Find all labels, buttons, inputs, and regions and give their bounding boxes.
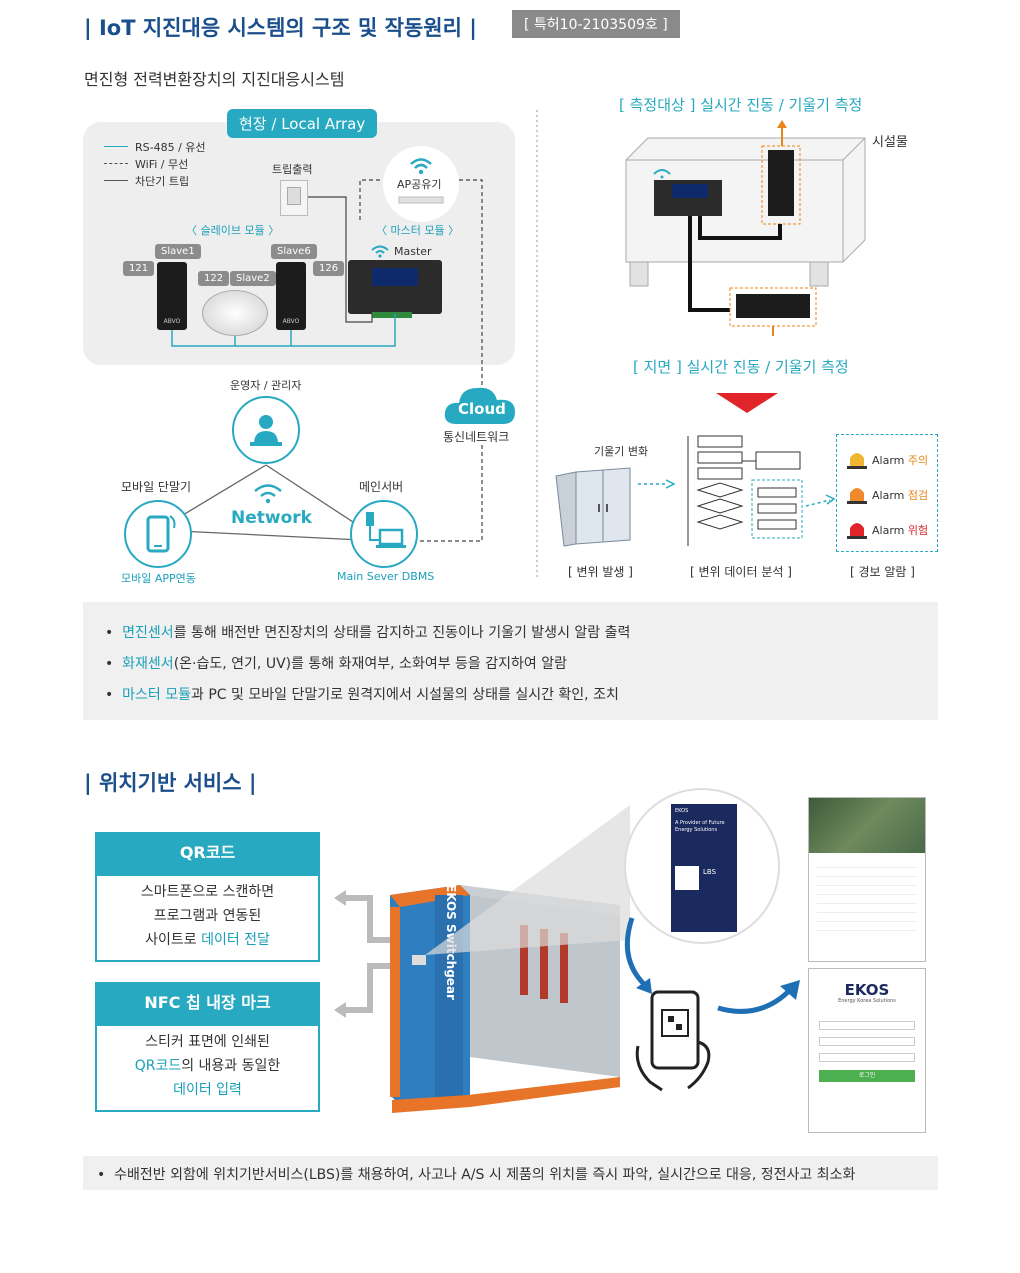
- alarm-lamp-yellow-icon: [847, 453, 867, 469]
- slave-module-label: 〈 슬레이브 모듈 〉: [186, 224, 280, 237]
- trip-output-label: 트립출력: [272, 163, 313, 176]
- server-circle: [350, 500, 418, 568]
- wifi-icon: [371, 245, 389, 258]
- tilted-cabinet-icon: [555, 467, 631, 547]
- login-brand-sub: Energy Korea Solutions: [838, 998, 896, 1004]
- magnify-circle: EKOS A Provider of Future Energy Solutio…: [624, 788, 780, 944]
- qr-card-body: 스마트폰으로 스캔하면 프로그램과 연동된 사이트로 데이터 전달: [95, 874, 320, 962]
- operator-label: 운영자 / 관리자: [230, 379, 302, 392]
- legend-item-trip: 차단기 트립: [104, 172, 206, 189]
- alarm-lamps: [847, 453, 867, 539]
- alarm-danger: Alarm 위험: [872, 524, 929, 537]
- master-module-label: 〈 마스터 모듈 〉: [376, 224, 460, 237]
- alarm-check: Alarm 점검: [872, 489, 929, 502]
- mobile-caption: 모바일 APP연동: [121, 572, 196, 585]
- login-brand: EKOS: [844, 981, 890, 999]
- login-button[interactable]: 로그인: [819, 1070, 915, 1082]
- qr-code-icon: [675, 866, 699, 890]
- bullet-item: • 수배전반 외함에 위치기반서비스(LBS)를 채용하여, 사고나 A/S 시…: [97, 1167, 856, 1183]
- feature-bullets: • 면진센서를 통해 배전반 면진장치의 상태를 감지하고 진동이나 기울기 발…: [83, 602, 938, 720]
- flow-arrows: [624, 917, 800, 1014]
- master-label: Master: [394, 244, 432, 258]
- wifi-icon: [398, 158, 444, 204]
- slave6-device: ABVO: [276, 262, 306, 330]
- slave2-label: Slave2: [230, 271, 276, 286]
- alarm-lamp-orange-icon: [847, 488, 867, 504]
- facility-diagram: [625, 120, 866, 336]
- tilt-change-label: 기울기 변화: [594, 445, 649, 458]
- nfc-card-title: NFC 칩 내장 마크: [95, 982, 320, 1024]
- zoom-cone: [425, 805, 630, 955]
- ap-router-circle: AP공유기: [383, 146, 459, 222]
- facility-label: 시설물: [872, 135, 908, 150]
- legend: RS-485 / 유선 WiFi / 무선 차단기 트립: [104, 138, 206, 189]
- slave1-label: Slave1: [155, 244, 201, 259]
- alarm-caution: Alarm 주의: [872, 454, 929, 467]
- bullet-item: • 면진센서를 통해 배전반 면진장치의 상태를 감지하고 진동이나 기울기 발…: [105, 625, 631, 641]
- mobile-label: 모바일 단말기: [121, 480, 192, 494]
- slave1-device: ABVO: [157, 262, 187, 330]
- nfc-card-body: 스티커 표면에 인쇄된 QR코드의 내용과 동일한 데이터 입력: [95, 1024, 320, 1112]
- alarm-box: [836, 434, 938, 552]
- lbs-bullet: • 수배전반 외함에 위치기반서비스(LBS)를 채용하여, 사고나 A/S 시…: [83, 1156, 938, 1190]
- qr-card-title: QR코드: [95, 832, 320, 874]
- local-array-label: 현장 / Local Array: [227, 109, 378, 138]
- server-caption: Main Sever DBMS: [337, 570, 435, 583]
- step1-label: [ 변위 발생 ]: [568, 565, 633, 579]
- section-title-iot: | IoT 지진대응 시스템의 구조 및 작동원리 |: [84, 16, 477, 40]
- master-device: [348, 260, 442, 318]
- master-label-row: Master: [370, 244, 432, 258]
- login-field-3[interactable]: [819, 1053, 915, 1062]
- legend-item-wifi: WiFi / 무선: [104, 155, 206, 172]
- step2-label: [ 변위 데이터 분석 ]: [690, 565, 792, 579]
- cloud-icon: [444, 387, 515, 424]
- cloud-label: Cloud: [458, 400, 506, 418]
- patent-badge: [ 특허10-2103509호 ]: [512, 10, 680, 38]
- info-table: [817, 859, 917, 939]
- subtitle: 면진형 전력변환장치의 지진대응시스템: [84, 70, 345, 89]
- server-label: 메인서버: [359, 480, 404, 494]
- down-arrow-icon: [716, 393, 778, 413]
- id-122: 122: [198, 271, 230, 286]
- cloud-caption: 통신네트워크: [443, 430, 510, 444]
- step3-label: [ 경보 알람 ]: [850, 565, 915, 579]
- mobile-phone-icon: [146, 515, 176, 553]
- login-field-1[interactable]: [819, 1021, 915, 1030]
- wifi-icon: [254, 484, 282, 504]
- measure-bottom-label: [ 지면 ] 실시간 진동 / 기울기 측정: [633, 358, 849, 376]
- server-laptop-icon: [366, 512, 406, 548]
- login-field-2[interactable]: [819, 1037, 915, 1046]
- bullet-item: • 화재센서(온·습도, 연기, UV)를 통해 화재여부, 소화여부 등을 감…: [105, 656, 567, 672]
- fire-sensor-icon: [202, 290, 268, 336]
- phone-scan-icon: [635, 990, 711, 1092]
- id-121: 121: [123, 261, 155, 276]
- analysis-flowchart: [638, 435, 836, 546]
- map-screen: [808, 797, 926, 962]
- flyer: EKOS A Provider of Future Energy Solutio…: [671, 804, 737, 932]
- map-image: [809, 798, 925, 853]
- section-title-lbs: | 위치기반 서비스 |: [84, 771, 257, 795]
- bullet-item: • 마스터 모듈과 PC 및 모바일 단말기로 원격지에서 시설물의 상태를 실…: [105, 687, 619, 703]
- network-label: Network: [231, 508, 312, 528]
- alarm-lamp-red-icon: [847, 523, 867, 539]
- legend-item-rs485: RS-485 / 유선: [104, 138, 206, 155]
- slave6-label: Slave6: [271, 244, 317, 259]
- user-icon: [250, 415, 282, 446]
- connection-lines: [155, 110, 538, 580]
- id-126: 126: [313, 261, 345, 276]
- trip-breaker-icon: [280, 180, 308, 216]
- operator-circle: [232, 396, 300, 464]
- measure-top-label: [ 측정대상 ] 실시간 진동 / 기울기 측정: [619, 96, 863, 114]
- mobile-circle: [124, 500, 192, 568]
- ap-label: AP공유기: [397, 178, 442, 191]
- login-screen: EKOS Energy Korea Solutions 로그인: [808, 968, 926, 1133]
